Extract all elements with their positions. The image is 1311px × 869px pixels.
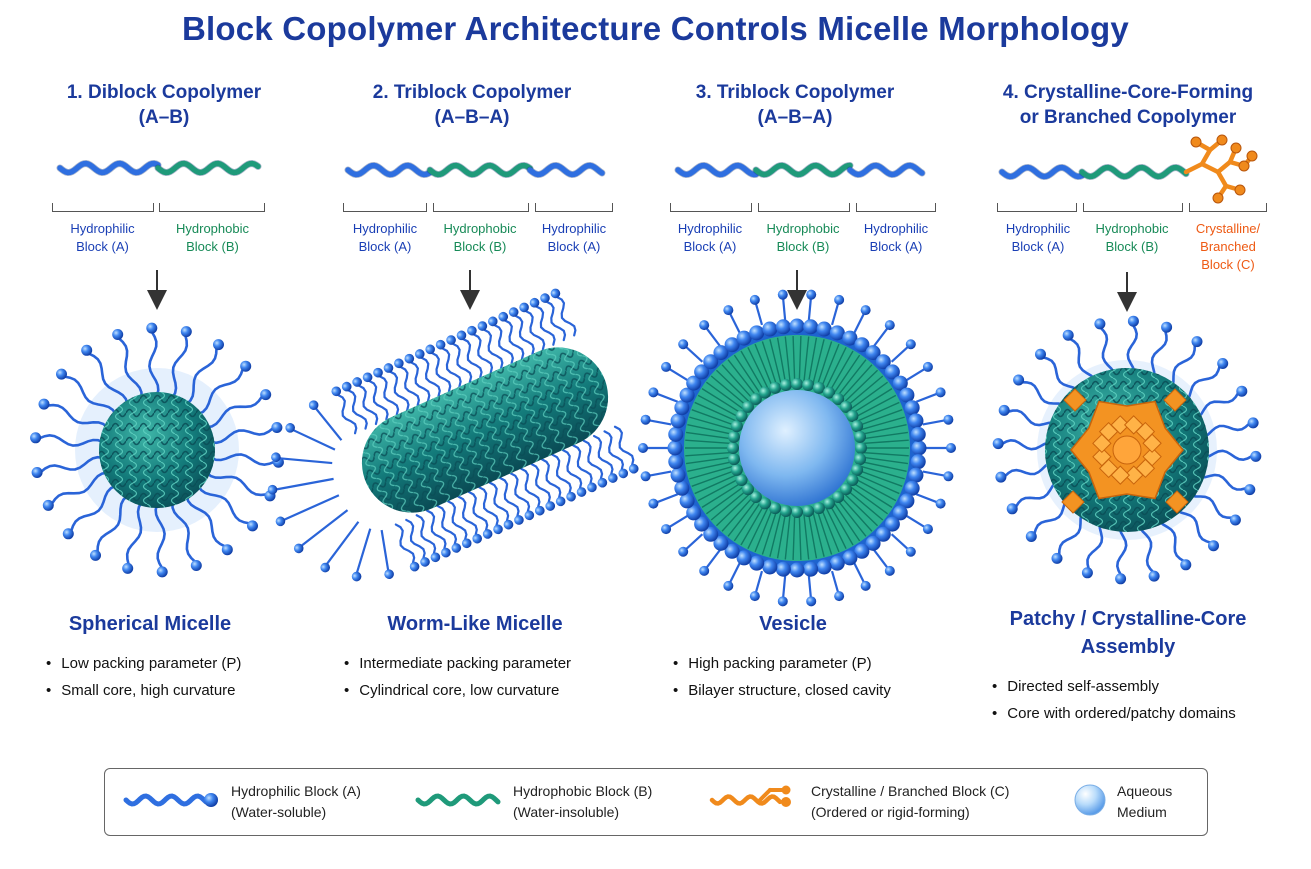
bullet: High packing parameter (P) <box>673 650 891 677</box>
panel-3-chain-hydrophilic-2 <box>847 162 925 178</box>
panel-4-bullets: Directed self-assembly Core with ordered… <box>992 673 1236 727</box>
panel-2-chain-hydrophilic-1 <box>345 162 433 178</box>
panel-4-chain-hydrophobic <box>1079 164 1189 180</box>
panel-4-morphology: Patchy / Crystalline-Core Assembly <box>1009 608 1247 658</box>
panel-2-morphology: Worm-Like Micelle <box>387 613 563 635</box>
panel-3-title: 3. Triblock Copolymer (A–B–A) <box>645 80 945 130</box>
panel-3-chain-hydrophobic <box>753 162 853 178</box>
panel-1-chain-hydrophilic <box>57 160 161 176</box>
panel-2-title-line2: (A–B–A) <box>434 107 510 128</box>
panel-4-title-line1: 4. Crystalline-Core-Forming <box>1002 82 1254 103</box>
patchy-assembly <box>992 315 1262 585</box>
panel-1-title-line2: (A–B) <box>138 107 190 128</box>
crystalline-domain <box>1061 388 1189 514</box>
panel-2-bullets: Intermediate packing parameter Cylindric… <box>344 650 571 704</box>
panel-2-bracket-b <box>433 203 529 212</box>
bullet: Core with ordered/patchy domains <box>992 700 1235 727</box>
worm-like-micelle <box>267 288 639 582</box>
legend-hydrophobic-text: Hydrophobic Block (B)(Water-insoluble) <box>513 783 653 820</box>
panel-3-chain-hydrophilic-1 <box>675 162 759 178</box>
panel-4-title: 4. Crystalline-Core-Forming or Branched … <box>978 80 1278 130</box>
bullet: Low packing parameter (P) <box>46 650 241 677</box>
panel-1-chain-hydrophobic <box>155 160 261 176</box>
legend-crystalline-text: Crystalline / Branched Block (C)(Ordered… <box>811 783 1010 820</box>
panel-3-bullets: High packing parameter (P) Bilayer struc… <box>673 650 891 704</box>
bullet: Directed self-assembly <box>992 673 1236 700</box>
panel-4-title-line2: or Branched Copolymer <box>1019 107 1237 128</box>
panel-4-bracket-b <box>1083 203 1183 212</box>
panel-1-bullets: Low packing parameter (P) Small core, hi… <box>46 650 241 704</box>
panel-3-bracket-b <box>758 203 850 212</box>
panel-2-bracket-a2 <box>535 203 613 212</box>
panel-4-bracket-c <box>1189 203 1267 212</box>
vesicle-cavity <box>739 390 855 506</box>
panel-4-chain-hydrophilic <box>999 164 1085 180</box>
bullet: Bilayer structure, closed cavity <box>673 677 891 704</box>
panel-4-bracket-a <box>997 203 1077 212</box>
panel-1-title-line1: 1. Diblock Copolymer <box>66 82 262 103</box>
panel-1-morphology: Spherical Micelle <box>68 613 232 635</box>
bullet: Cylindrical core, low curvature <box>344 677 571 704</box>
panel-3-bracket-a1 <box>670 203 752 212</box>
legend-hydrophilic-icon <box>123 793 209 807</box>
spherical-micelle <box>30 322 284 578</box>
vesicle <box>638 289 956 607</box>
panel-2-bracket-a1 <box>343 203 427 212</box>
panel-3-bracket-a2 <box>856 203 936 212</box>
legend-crystalline-icon <box>709 785 791 807</box>
legend-box: Hydrophilic Block (A)(Water-soluble) Hyd… <box>104 768 1208 836</box>
panel-4-branched-block <box>1183 134 1258 204</box>
diagram-title: Block Copolymer Architecture Controls Mi… <box>182 10 1129 47</box>
panel-1-bracket-a <box>52 203 154 212</box>
panel-3-morphology: Vesicle <box>759 613 827 635</box>
panel-2-chain-hydrophobic <box>427 162 533 178</box>
bullet: Small core, high curvature <box>46 677 241 704</box>
panel-2-title-line1: 2. Triblock Copolymer <box>372 82 572 103</box>
panel-2-title: 2. Triblock Copolymer (A–B–A) <box>322 80 622 130</box>
legend-hydrophilic-text: Hydrophilic Block (A)(Water-soluble) <box>231 783 361 820</box>
bullet: Intermediate packing parameter <box>344 650 571 677</box>
panel-3-title-line1: 3. Triblock Copolymer <box>695 82 895 103</box>
panel-1-title: 1. Diblock Copolymer (A–B) <box>14 80 314 130</box>
legend-hydrophobic-icon <box>415 793 501 807</box>
panel-3-title-line2: (A–B–A) <box>757 107 833 128</box>
legend-aqueous-icon <box>1074 784 1106 816</box>
panel-1-bracket-b <box>159 203 265 212</box>
panel-2-chain-hydrophilic-2 <box>527 162 605 178</box>
